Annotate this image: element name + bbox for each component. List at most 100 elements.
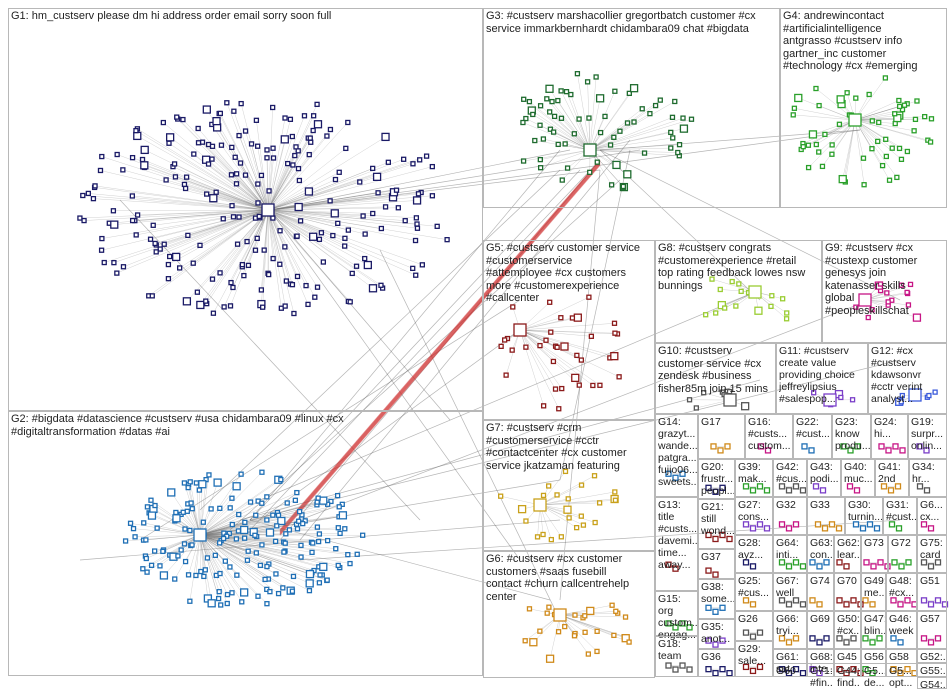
group-panel-g4: G4: andrewincontact #artificialintellige…	[780, 8, 947, 208]
group-panel-g57: G57	[917, 611, 947, 649]
group-panel-g17: G17	[698, 414, 745, 459]
group-label-g27: G27: cons...	[738, 499, 772, 523]
group-label-g22: G22: #cust...	[796, 416, 831, 440]
group-panel-g3: G3: #custserv marshacollier gregortbatch…	[483, 8, 780, 208]
group-label-g45: G45	[837, 651, 860, 663]
group-label-g69: G69	[810, 613, 833, 625]
group-label-g54: G54:...	[920, 679, 946, 691]
group-label-g64: G64: inti...	[776, 537, 806, 561]
group-label-g67: G67: well	[776, 575, 806, 599]
group-label-g71: G71: #fin...	[810, 665, 833, 689]
group-label-g48: G48: #cx...	[889, 575, 916, 599]
group-label-g21: G21: still wond...	[701, 501, 734, 537]
group-panel-g10: G10: #custserv customer service #cx zend…	[655, 343, 776, 414]
group-label-g56: G56	[864, 651, 885, 663]
group-label-g61: G61: sat...	[776, 651, 806, 675]
group-label-g11: G11: #custserv create value providing ch…	[779, 345, 867, 405]
group-panel-g54: G54:...	[917, 677, 947, 689]
group-label-g39: G39: mak...	[738, 461, 772, 485]
group-label-g55: G55:...	[920, 665, 946, 677]
group-label-g14: G14: grazyt... wande... patgra... fujio0…	[658, 416, 697, 488]
group-label-g65: G6... cx...	[920, 499, 946, 523]
group-panel-g31: G31: #cust...	[883, 497, 917, 535]
group-label-g38: G38: some...	[701, 581, 734, 605]
group-panel-g56: G56	[861, 649, 886, 677]
group-label-g1: G1: hm_custserv please dm hi address ord…	[11, 10, 482, 23]
group-label-g75: G75: card	[920, 537, 946, 561]
group-label-g7: G7: #custserv #crm #customerservice #cct…	[486, 422, 654, 472]
group-label-g58: G58	[889, 651, 916, 663]
group-label-g6: G6: #custserv #cx customer customers #sa…	[486, 553, 654, 603]
group-panel-g11: G11: #custserv create value providing ch…	[776, 343, 868, 414]
group-panel-g67: G67: well	[773, 573, 807, 611]
group-panel-g55: G55:...	[917, 663, 947, 677]
group-label-g9: G9: #custserv #cx #custexp customer gene…	[825, 242, 946, 317]
group-panel-g6: G6: #custserv #cx customer customers #sa…	[483, 551, 655, 678]
group-panel-g45: G45	[834, 649, 861, 677]
group-label-g57: G57	[920, 613, 946, 625]
group-panel-g16: G16: #custs... custom...	[745, 414, 793, 459]
group-label-g46: G46: week	[889, 613, 916, 637]
group-panel-g64: G64: inti...	[773, 535, 807, 573]
group-panel-g2: G2: #bigdata #datascience #custserv #usa…	[8, 411, 483, 676]
group-panel-g9: G9: #custserv #cx #custexp customer gene…	[822, 240, 947, 343]
group-label-g10: G10: #custserv customer service #cx zend…	[658, 345, 775, 395]
group-panel-g19: G19: surpr... onlin...	[908, 414, 947, 459]
group-panel-g75: G75: card	[917, 535, 947, 573]
group-label-g31: G31: #cust...	[886, 499, 916, 523]
group-label-g25: G25: #cus...	[738, 575, 772, 599]
group-panel-g72: G72	[888, 535, 917, 573]
group-panel-g46: G46: week	[886, 611, 917, 649]
group-label-g30: G30: turnin...	[848, 499, 882, 523]
group-label-g2: G2: #bigdata #datascience #custserv #usa…	[11, 413, 482, 438]
group-panel-g73: G73	[861, 535, 888, 573]
group-label-g74: G74	[810, 575, 833, 587]
group-label-g15: G15: org custom... engag...	[658, 593, 697, 641]
group-panel-g42: G42: #cus...	[773, 459, 807, 497]
group-label-g26: G26	[738, 613, 772, 625]
group-panel-g7: G7: #custserv #crm #customerservice #cct…	[483, 420, 655, 551]
group-panel-g41: G41: 2nd	[875, 459, 909, 497]
group-label-g51: G51	[920, 575, 946, 587]
group-label-g19: G19: surpr... onlin...	[911, 416, 946, 452]
group-panel-g8: G8: #custserv congrats #customerexperien…	[655, 240, 822, 343]
group-panel-g69: G69	[807, 611, 834, 649]
group-panel-g61: G61: sat...	[773, 649, 807, 677]
group-panel-g62: G62: lear...	[834, 535, 861, 573]
group-panel-g37: G37	[698, 549, 735, 579]
group-panel-g43: G43: podi...	[807, 459, 841, 497]
group-label-g63: G63: con...	[810, 537, 833, 561]
group-panel-g48: G48: #cx...	[886, 573, 917, 611]
group-panel-g14: G14: grazyt... wande... patgra... fujio0…	[655, 414, 698, 497]
group-panel-g23: G23: know produ...	[832, 414, 871, 459]
group-panel-g25: G25: #cus...	[735, 573, 773, 611]
group-label-g28: G28: ayz...	[738, 537, 772, 561]
group-label-g62: G62: lear...	[837, 537, 860, 561]
group-label-g17: G17	[701, 416, 744, 428]
group-panel-g36: G36	[698, 649, 735, 677]
group-label-g59: G5... opt...	[889, 665, 916, 689]
group-label-g13: G13: title #custs... davemi... time... a…	[658, 499, 697, 571]
group-panel-g65: G6... cx...	[917, 497, 947, 535]
group-panel-g15: G15: org custom... engag...	[655, 591, 698, 636]
group-panel-g52: G52:...	[917, 649, 947, 663]
group-label-g49: G49: me...	[864, 575, 885, 599]
group-panel-g39: G39: mak...	[735, 459, 773, 497]
group-label-g34: G34: hr...	[912, 461, 946, 485]
group-panel-g63: G63: con...	[807, 535, 834, 573]
group-panel-g18: G18: team	[655, 636, 698, 677]
group-label-g50: G50: #cx...	[837, 613, 860, 637]
group-label-g52: G52:...	[920, 651, 946, 663]
group-panel-g33: G33	[807, 497, 845, 535]
group-panel-g13: G13: title #custs... davemi... time... a…	[655, 497, 698, 591]
group-panel-g49: G49: me...	[861, 573, 886, 611]
group-panel-g1: G1: hm_custserv please dm hi address ord…	[8, 8, 483, 411]
group-panel-g26: G26	[735, 611, 773, 641]
group-panel-g21: G21: still wond...	[698, 499, 735, 549]
group-label-g16: G16: #custs... custom...	[748, 416, 792, 452]
group-panel-g66: G66: tryi...	[773, 611, 807, 649]
group-label-g41: G41: 2nd	[878, 461, 908, 485]
group-panel-g40: G40: muc...	[841, 459, 875, 497]
group-panel-g74: G74	[807, 573, 834, 611]
group-panel-g50: G50: #cx...	[834, 611, 861, 649]
